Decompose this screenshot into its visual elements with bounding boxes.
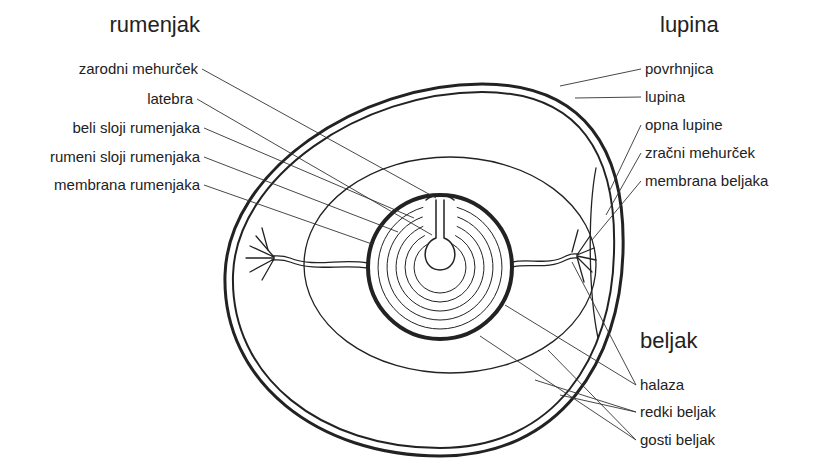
part-label: lupina xyxy=(645,88,685,106)
part-label: membrana beljaka xyxy=(645,172,768,190)
leader-line xyxy=(592,181,641,240)
yolk-layer xyxy=(387,217,493,320)
germinal-disc xyxy=(426,196,454,201)
leader-line xyxy=(202,69,436,198)
air-cell xyxy=(590,168,598,338)
latebra xyxy=(425,200,455,270)
part-label: rumeni sloji rumenjaka xyxy=(50,148,200,166)
leader-line xyxy=(575,97,641,98)
yolk-layers xyxy=(378,207,502,329)
leader-line xyxy=(535,380,636,412)
shell-outer xyxy=(225,84,623,456)
leader-line xyxy=(606,153,641,215)
leader-line xyxy=(560,395,636,412)
part-label: beli sloji rumenjaka xyxy=(72,119,200,137)
leader-line xyxy=(204,157,398,232)
part-label: zarodni mehurček xyxy=(79,60,198,78)
part-label: gosti beljak xyxy=(640,431,715,449)
leader-line xyxy=(572,262,636,385)
leader-line xyxy=(480,336,636,440)
yolk xyxy=(368,195,512,339)
section-heading: rumenjak xyxy=(110,12,200,38)
yolk-layer xyxy=(396,226,484,311)
section-heading: beljak xyxy=(640,328,697,354)
leader-line xyxy=(204,128,414,218)
leader-line xyxy=(548,350,636,440)
leader-line xyxy=(197,99,432,235)
yolk-layer xyxy=(405,236,475,302)
shell-membrane xyxy=(233,92,614,448)
part-label: zračni mehurček xyxy=(645,144,755,162)
part-label: redki beljak xyxy=(640,403,716,421)
part-label: halaza xyxy=(640,376,684,394)
leader-line xyxy=(204,185,372,244)
chalaza-right xyxy=(512,230,596,282)
yolk-layer xyxy=(378,207,502,329)
section-heading: lupina xyxy=(660,12,719,38)
part-label: opna lupine xyxy=(645,116,723,134)
part-label: povrhnjica xyxy=(645,60,713,78)
part-label: latebra xyxy=(147,90,193,108)
part-label: membrana rumenjaka xyxy=(54,176,200,194)
yolk-layer xyxy=(414,244,466,293)
leader-line xyxy=(560,69,641,86)
